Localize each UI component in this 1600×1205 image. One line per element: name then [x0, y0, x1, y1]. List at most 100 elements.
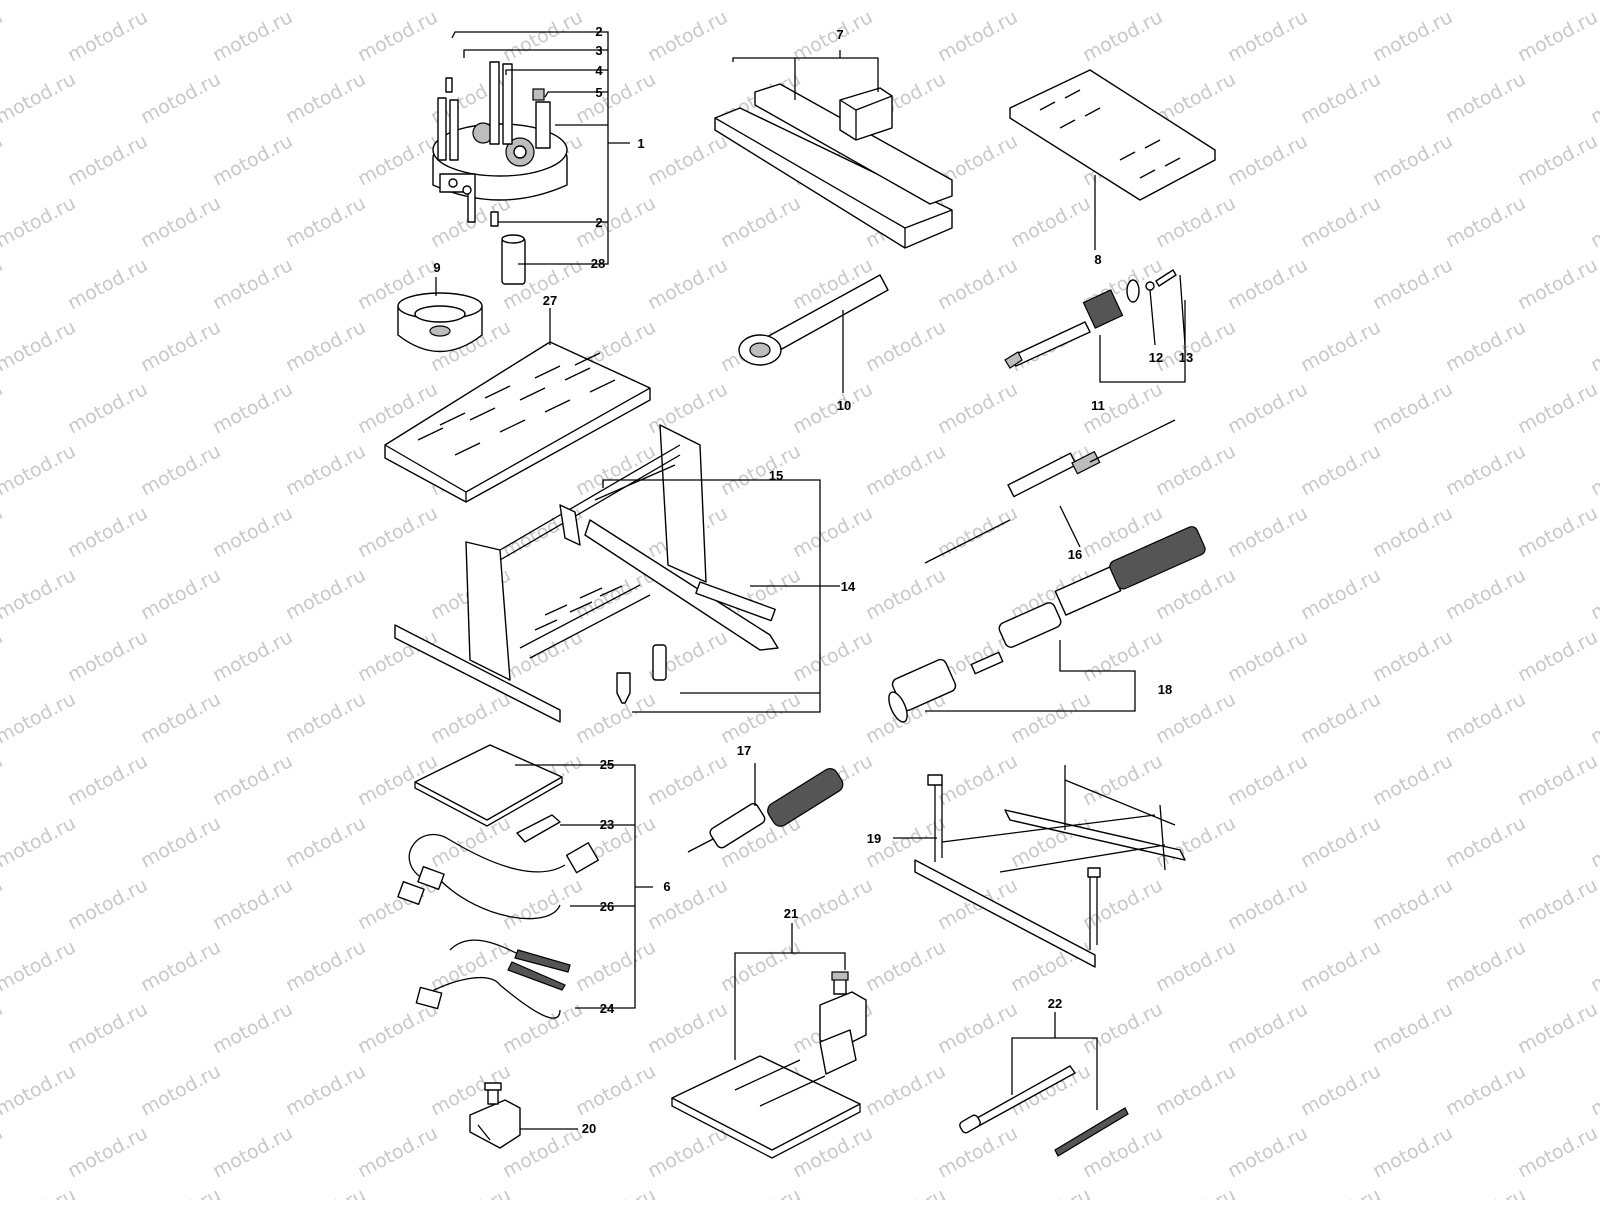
part-7-rails — [714, 83, 953, 249]
part-25-sheet — [414, 744, 563, 827]
watermark-text: motod.ru — [1079, 6, 1166, 66]
watermark-text: motod.ru — [1224, 750, 1311, 810]
watermark-text: motod.ru — [862, 936, 949, 996]
watermark-text: motod.ru — [717, 0, 804, 4]
watermark-text: motod.ru — [1442, 316, 1529, 376]
watermark-text: motod.ru — [1297, 812, 1384, 872]
watermark-text: motod.ru — [282, 192, 369, 252]
watermark-text: motod.ru — [209, 1122, 296, 1182]
watermark-text: motod.ru — [1369, 874, 1456, 934]
watermark-text: motod.ru — [572, 688, 659, 748]
watermark-text: motod.ru — [1079, 750, 1166, 810]
label-9: 9 — [433, 260, 440, 275]
watermark-text: motod.ru — [1587, 1060, 1600, 1120]
watermark-text: motod.ru — [644, 1122, 731, 1182]
watermark-text: motod.ru — [1224, 6, 1311, 66]
watermark-text: motod.ru — [1587, 564, 1600, 624]
watermark-text: motod.ru — [1369, 6, 1456, 66]
watermark-text: motod.ru — [0, 440, 79, 500]
label-11: 11 — [1091, 398, 1105, 413]
watermark-text: motod.ru — [644, 130, 731, 190]
part-18-puller — [888, 526, 1206, 723]
label-3: 3 — [595, 43, 602, 58]
watermark-text: motod.ru — [427, 0, 514, 4]
watermark-text: motod.ru — [282, 936, 369, 996]
watermark-text: motod.ru — [209, 502, 296, 562]
label-13: 13 — [1179, 350, 1193, 365]
watermark-text: motod.ru — [1369, 130, 1456, 190]
watermark-text: motod.ru — [282, 1060, 369, 1120]
watermark-text: motod.ru — [1442, 440, 1529, 500]
watermark-text: motod.ru — [137, 0, 224, 4]
watermark-text: motod.ru — [1514, 254, 1600, 314]
watermark-text: motod.ru — [1152, 688, 1239, 748]
watermark-text: motod.ru — [1442, 0, 1529, 4]
watermark-text: motod.ru — [1224, 1122, 1311, 1182]
watermark-text: motod.ru — [644, 378, 731, 438]
label-28: 28 — [591, 256, 605, 271]
watermark-text: motod.ru — [137, 192, 224, 252]
watermark-text: motod.ru — [0, 192, 79, 252]
watermark-text: motod.ru — [934, 1122, 1021, 1182]
watermark-text: motod.ru — [862, 564, 949, 624]
watermark-text: motod.ru — [64, 874, 151, 934]
label-24: 24 — [600, 1001, 615, 1016]
part-16-rod — [924, 419, 1176, 564]
watermark-text: motod.ru — [0, 874, 6, 934]
watermark-text: motod.ru — [644, 254, 731, 314]
watermark-text: motod.ru — [1007, 192, 1094, 252]
part-19-frame — [914, 765, 1186, 968]
watermark-text: motod.ru — [64, 750, 151, 810]
watermark-text: motod.ru — [1224, 626, 1311, 686]
watermark-text: motod.ru — [209, 6, 296, 66]
label-21: 21 — [784, 906, 798, 921]
watermark-text: motod.ru — [1152, 440, 1239, 500]
watermark-text: motod.ru — [64, 254, 151, 314]
watermark-text: motod.ru — [1224, 130, 1311, 190]
part-11-puller — [1004, 269, 1177, 369]
watermark-text: motod.ru — [1369, 502, 1456, 562]
watermark-text: motod.ru — [0, 812, 79, 872]
watermark-text: motod.ru — [137, 68, 224, 128]
watermark-text: motod.ru — [1224, 998, 1311, 1058]
label-12: 12 — [1149, 350, 1163, 365]
watermark-text: motod.ru — [1514, 378, 1600, 438]
watermark-text: motod.ru — [64, 6, 151, 66]
watermark-text: motod.ru — [1079, 998, 1166, 1058]
watermark-text: motod.ru — [0, 564, 79, 624]
watermark-text: motod.ru — [0, 1060, 79, 1120]
watermark-text: motod.ru — [644, 6, 731, 66]
watermark-text: motod.ru — [427, 812, 514, 872]
watermark-text: motod.ru — [572, 936, 659, 996]
label-2-top: 2 — [595, 24, 602, 39]
watermark-text: motod.ru — [717, 1184, 804, 1200]
watermark-text: motod.ru — [1152, 1184, 1239, 1200]
watermark-text: motod.ru — [0, 316, 79, 376]
watermark-text: motod.ru — [1514, 998, 1600, 1058]
part-24-clips — [415, 939, 571, 1019]
watermark-text: motod.ru — [862, 0, 949, 4]
watermark-text: motod.ru — [137, 564, 224, 624]
watermark-text: motod.ru — [862, 1184, 949, 1200]
watermark-text: motod.ru — [1297, 1184, 1384, 1200]
watermark-text: motod.ru — [1442, 1184, 1529, 1200]
watermark-text: motod.ru — [1514, 874, 1600, 934]
watermark-text: motod.ru — [64, 998, 151, 1058]
watermark-text: motod.ru — [1079, 874, 1166, 934]
label-1: 1 — [637, 136, 644, 151]
watermark-text: motod.ru — [0, 502, 6, 562]
watermark-text: motod.ru — [0, 68, 79, 128]
watermark-text: motod.ru — [1587, 68, 1600, 128]
part-26-cable — [397, 833, 599, 920]
watermark-text: motod.ru — [1152, 936, 1239, 996]
label-23: 23 — [600, 817, 614, 832]
watermark-text: motod.ru — [499, 998, 586, 1058]
label-20: 20 — [582, 1121, 596, 1136]
label-7: 7 — [836, 27, 843, 42]
watermark-text: motod.ru — [282, 316, 369, 376]
watermark-text: motod.ru — [644, 998, 731, 1058]
watermark-text: motod.ru — [354, 502, 441, 562]
part-9-cup — [397, 292, 483, 353]
watermark-text: motod.ru — [1587, 440, 1600, 500]
watermark-text: motod.ru — [1297, 68, 1384, 128]
